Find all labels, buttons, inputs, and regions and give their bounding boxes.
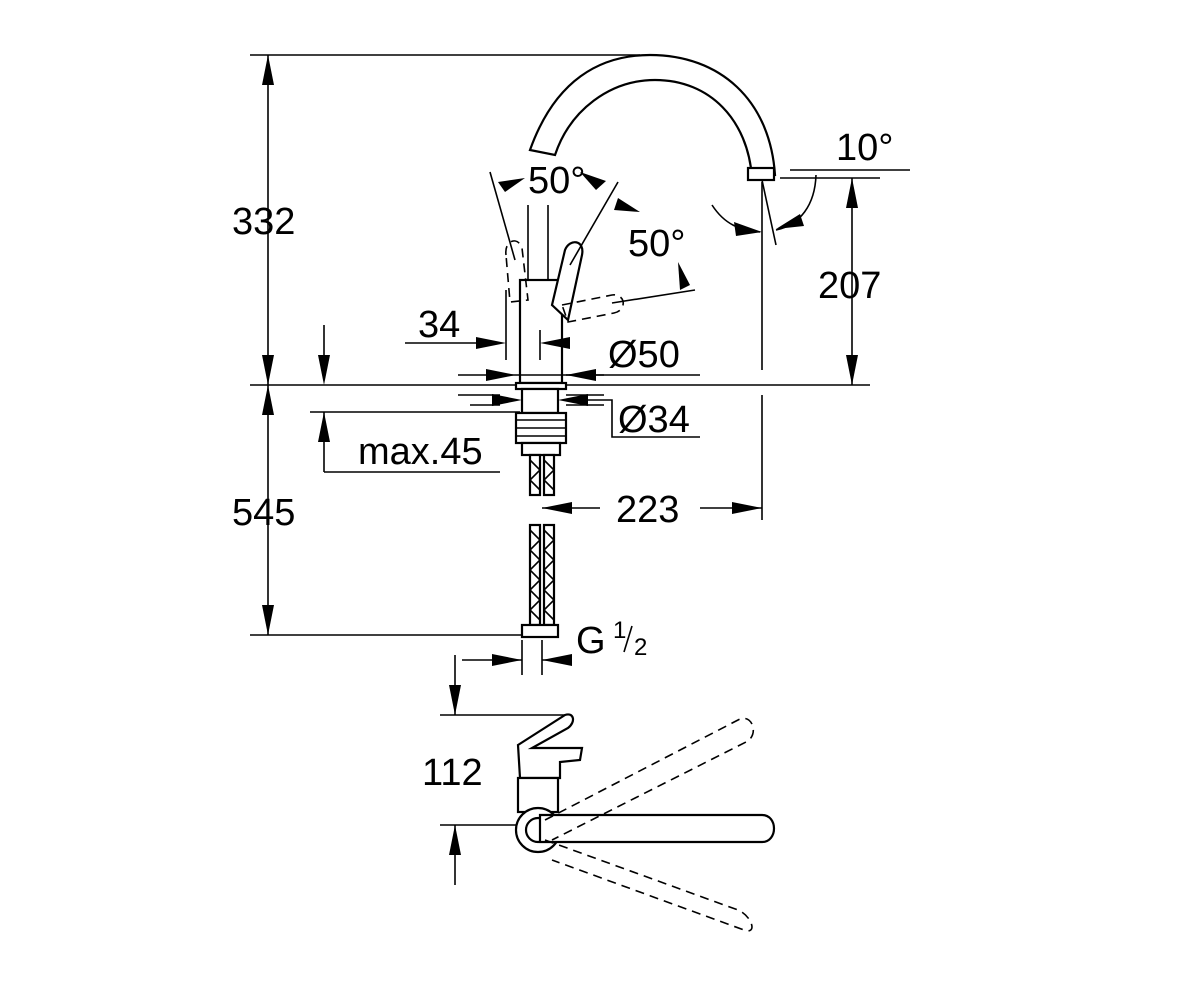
faucet-top-view bbox=[440, 655, 776, 932]
svg-text:G: G bbox=[576, 620, 606, 662]
label-207: 207 bbox=[818, 265, 881, 307]
label-332: 332 bbox=[232, 201, 295, 243]
lever-handle bbox=[550, 241, 584, 323]
label-223: 223 bbox=[616, 489, 679, 531]
label-545: 545 bbox=[232, 492, 295, 534]
shank bbox=[520, 387, 560, 415]
top-view-spout-up bbox=[544, 717, 755, 841]
label-thread-g-half: G 1 2 bbox=[576, 617, 647, 662]
faucet-front-view bbox=[250, 53, 870, 639]
top-view-lever-head bbox=[516, 713, 584, 780]
top-view-spout bbox=[538, 813, 776, 844]
spout-outlet bbox=[746, 166, 776, 182]
svg-text:1: 1 bbox=[613, 617, 626, 644]
svg-text:2: 2 bbox=[634, 634, 647, 661]
top-view-spout-down bbox=[544, 839, 753, 932]
nut-base bbox=[520, 441, 562, 457]
label-diameter-34: Ø34 bbox=[618, 399, 690, 441]
dimension-lines bbox=[250, 54, 910, 675]
lever-left-position bbox=[505, 240, 529, 303]
hose-connector bbox=[520, 623, 560, 639]
top-view-body bbox=[516, 776, 560, 814]
label-34: 34 bbox=[418, 304, 460, 346]
lever-right-position bbox=[560, 294, 624, 323]
label-112: 112 bbox=[422, 752, 483, 794]
supply-hose-upper bbox=[528, 453, 556, 497]
label-angle-left: 50° bbox=[528, 160, 585, 202]
label-diameter-50: Ø50 bbox=[608, 334, 680, 376]
label-max-45: max.45 bbox=[358, 431, 483, 473]
label-angle-right: 50° bbox=[628, 223, 685, 265]
label-angle-spout: 10° bbox=[836, 127, 893, 169]
supply-hose-lower bbox=[520, 523, 560, 639]
